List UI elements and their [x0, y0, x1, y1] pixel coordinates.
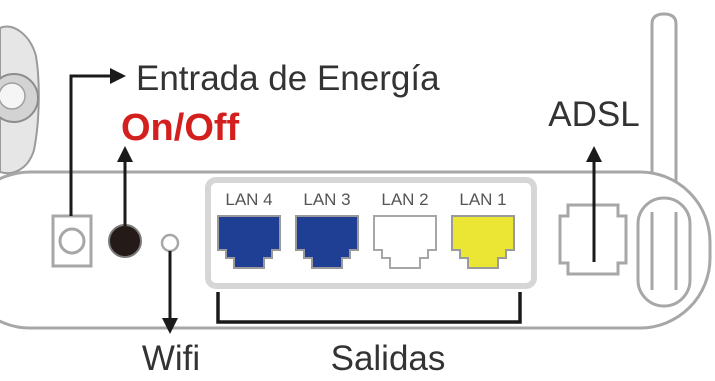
adsl-arrow [586, 146, 602, 262]
ethernet-port-icon [217, 215, 281, 269]
lan-port-label: LAN 3 [303, 190, 350, 209]
adsl-label: ADSL [548, 95, 639, 134]
lan-panel [205, 177, 537, 289]
power-switch-icon [108, 224, 142, 258]
ethernet-port-icon [295, 215, 359, 269]
lan-port-label: LAN 4 [225, 190, 272, 209]
outputs-label: Salidas [331, 339, 446, 376]
on-off-arrow [117, 146, 133, 226]
on-off-label: On/Off [121, 107, 240, 149]
power-input-label: Entrada de Energía [136, 59, 440, 98]
wifi-label: Wifi [142, 339, 200, 376]
power-jack-icon [51, 214, 93, 268]
wifi-arrow [162, 251, 178, 334]
lan-ports: LAN 4 LAN 3 LAN 2 LAN 1 [217, 190, 515, 269]
outputs-bracket [216, 292, 522, 324]
ethernet-port-icon [451, 215, 515, 269]
lan-port-label: LAN 1 [459, 190, 506, 209]
antenna-base [636, 196, 692, 308]
lan-port-label: LAN 2 [381, 190, 428, 209]
power-adapter-icon [0, 25, 40, 175]
wifi-button-icon [160, 233, 180, 253]
ethernet-port-icon [373, 215, 437, 269]
power-input-arrow [69, 68, 126, 216]
